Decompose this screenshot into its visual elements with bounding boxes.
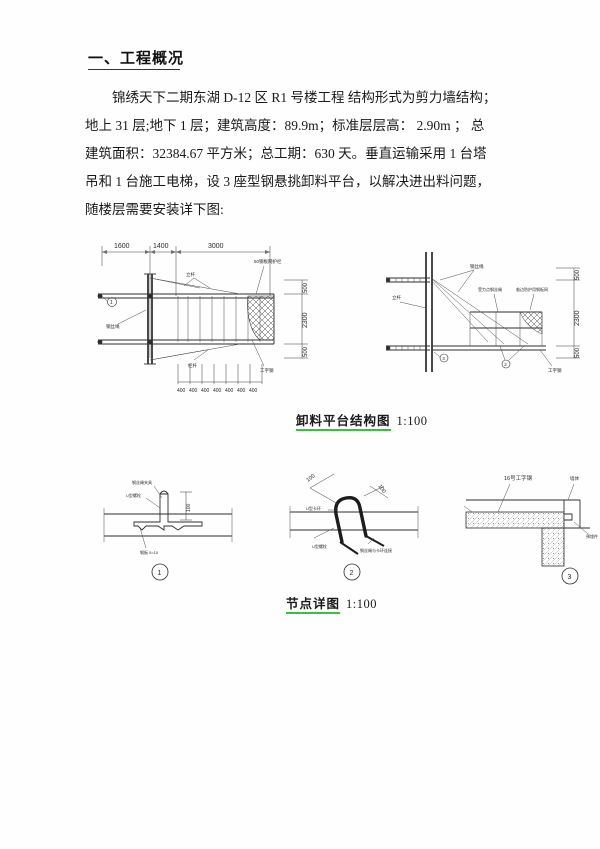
dim-1600: 1600 (114, 243, 130, 250)
dim-right-2300: 2300 (302, 312, 309, 328)
body-line-4: 吊和 1 台施工电梯，设 3 座型钢悬挑卸料平台，以解决进出料问题， (85, 174, 490, 189)
detail1-label-clamp: 钢丝绳夹具 (132, 479, 152, 485)
detail-1: 100 钢丝绳夹具 U型螺栓 钢板 δ=10 1 (98, 464, 238, 584)
label-ibeam: 工字钢 (260, 367, 274, 374)
section-dim-500-top: 500 (575, 269, 581, 280)
detail2-marker: 2 (343, 563, 361, 581)
dim-400-3: 400 (201, 388, 210, 394)
detail3-bracket (463, 505, 573, 521)
dim-400-6: 400 (237, 388, 246, 394)
dim-400-4: 400 (213, 388, 222, 394)
plan-mesh-hatch (247, 295, 275, 341)
detail1-label-plate: 钢板 δ=10 (140, 549, 159, 555)
dim-1400: 1400 (153, 243, 169, 250)
detail2-u-bolt (334, 496, 385, 555)
detail3-label-ibeam: 16号工字钢 (504, 474, 533, 482)
plan-top-dimensions: 1600 1400 3000 (101, 243, 271, 358)
detail1-marker: 1 (151, 563, 169, 581)
detail2-labels: U型卡环 U型螺栓 钢丝绳与卡环连接 (306, 505, 392, 553)
dim-400-1: 400 (177, 388, 186, 394)
caption-platform-scale: 1:100 (396, 414, 428, 428)
section-dim-500-bottom: 500 (575, 347, 581, 358)
section-floor-slabs (386, 277, 430, 351)
section-marker-3: 3 (442, 356, 445, 361)
detail1-dimension: 100 (180, 491, 192, 521)
detail2-label-ring: U型卡环 (306, 505, 321, 511)
plan-wire-ropes (149, 277, 241, 361)
section-right-dimensions: 500 2300 500 (556, 267, 581, 359)
section-wall (425, 252, 433, 372)
label-steel-mesh: 50钢板网护栏 (254, 258, 282, 265)
dim-3000: 3000 (208, 243, 224, 250)
label-edge-mesh: 临边防护用钢板网 (516, 286, 548, 292)
drawing-platform-section: 钢丝绳 受力点钢丝绳 临边防护用钢板网 立杆 工字钢 3 2 (378, 246, 593, 381)
detail-3: 16号工字钢 墙体 预埋件 3 (452, 462, 598, 587)
detail3-number: 3 (568, 574, 572, 581)
body-line-3: 建筑面积：32384.67 平方米；总工期：630 天。垂直运输采用 1 台塔 (85, 146, 487, 161)
detail3-labels: 16号工字钢 墙体 预埋件 (497, 474, 598, 539)
dim-right-500-top: 500 (303, 282, 309, 293)
detail2-dim-100-b: 100 (376, 484, 386, 495)
section-wire-ropes (430, 277, 529, 345)
plan-main-beams (97, 293, 274, 345)
detail2-dim-100-a: 100 (306, 473, 317, 483)
plan-building-post (144, 273, 156, 365)
detail2-dimensions: 100 100 (306, 473, 389, 505)
detail2-label-ubolt: U型螺栓 (312, 543, 327, 549)
label-wire-rope: 钢丝绳 (106, 323, 120, 330)
detail1-labels: 钢丝绳夹具 U型螺栓 钢板 δ=10 (126, 479, 163, 555)
detail2-label-connection: 钢丝绳与卡环连接 (360, 547, 392, 553)
caption-platform-name: 卸料平台结构图 (296, 414, 391, 431)
detail1-number: 1 (158, 570, 162, 577)
section-annotations: 钢丝绳 受力点钢丝绳 临边防护用钢板网 立杆 工字钢 3 2 (392, 263, 562, 374)
dim-400-7: 400 (249, 388, 258, 394)
detail3-label-embed: 预埋件 (586, 533, 598, 539)
drawing-platform-plan: 1600 1400 3000 (88, 236, 348, 398)
section-marker-2: 2 (504, 362, 507, 367)
detail3-wall (541, 527, 565, 567)
label-section-wire-rope: 钢丝绳 (470, 263, 484, 270)
label-railing: 栏杆 (188, 362, 197, 369)
detail1-clamp-profile (133, 490, 203, 531)
body-text: 锦绣天下二期东湖 D-12 区 R1 号楼工程 结构形式为剪力墙结构； 地上 3… (85, 84, 517, 224)
drawings-area: 1600 1400 3000 (0, 236, 600, 636)
label-lanmugan: 立杆 (186, 271, 195, 278)
heading-underline (88, 69, 180, 70)
detail3-label-wall: 墙体 (570, 475, 579, 482)
section-dim-2300: 2300 (574, 310, 581, 326)
label-force-rope: 受力点钢丝绳 (478, 286, 502, 292)
plan-annotations: 立杆 50钢板网护栏 钢丝绳 栏杆 工字钢 1 (101, 258, 282, 374)
plan-marker-1: 1 (110, 300, 113, 306)
label-section-ibeam: 工字钢 (548, 367, 562, 374)
body-line-1: 锦绣天下二期东湖 D-12 区 R1 号楼工程 结构形式为剪力墙结构； (112, 90, 497, 105)
detail2-plate (289, 506, 419, 538)
caption-node: 节点详图 1:100 (286, 593, 377, 614)
caption-platform: 卸料平台结构图 1:100 (296, 410, 428, 431)
detail2-number: 2 (350, 570, 354, 577)
body-line-5: 随楼层需要安装详下图: (85, 202, 224, 217)
detail-2: 100 100 U型卡环 U型螺栓 钢丝绳与卡环连接 2 (284, 460, 424, 585)
plan-right-dimensions: 500 2300 500 (284, 279, 309, 359)
caption-node-name: 节点详图 (286, 597, 341, 614)
detail1-label-ubolt: U型螺栓 (126, 492, 141, 498)
detail1-dim-100: 100 (186, 503, 192, 512)
caption-node-scale: 1:100 (346, 597, 377, 611)
dim-right-500-bottom: 500 (303, 346, 309, 357)
detail3-slab (465, 499, 590, 529)
section-platform-deck (432, 311, 546, 351)
detail3-marker: 3 (561, 567, 579, 585)
label-section-post: 立杆 (392, 294, 401, 301)
body-line-2: 地上 31 层;地下 1 层；建筑高度：89.9m；标准层层高： 2.90m ；… (85, 118, 485, 133)
section-mesh-hatch (519, 311, 543, 335)
plan-bottom-dimension-chain: 400 400 400 400 400 400 400 (177, 364, 263, 394)
dim-400-5: 400 (225, 388, 234, 394)
page-heading: 一、工程概况 (88, 51, 185, 67)
dim-400-2: 400 (189, 388, 198, 394)
